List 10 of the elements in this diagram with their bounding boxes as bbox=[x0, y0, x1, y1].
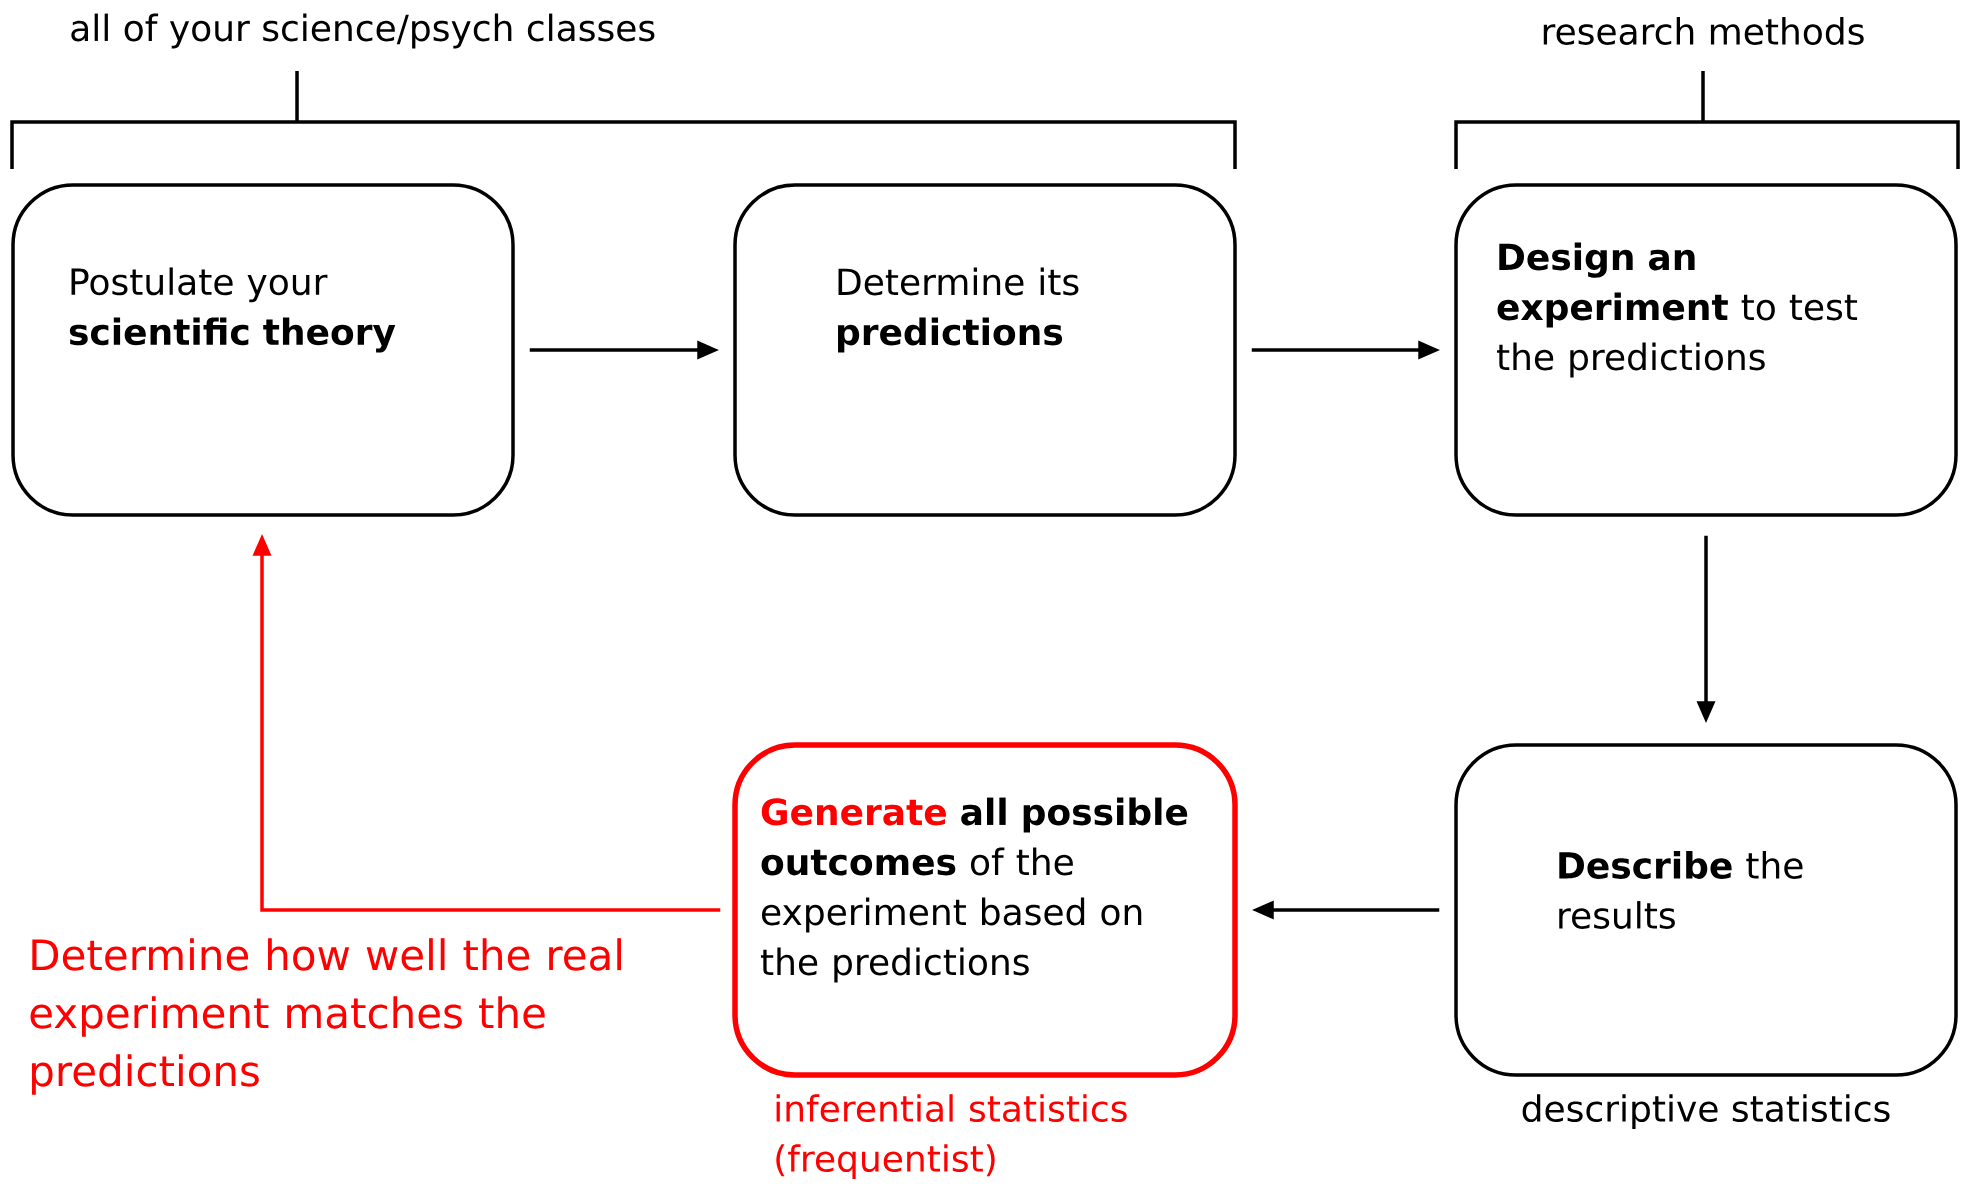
process-box: Describe the results bbox=[1454, 743, 1958, 1077]
process-box: Generate all possible outcomes of the experiment based on the predictions bbox=[732, 742, 1238, 1078]
node-caption: descriptive statistics bbox=[1522, 1094, 1890, 1130]
node-caption: inferential statistics (frequentist) bbox=[776, 1094, 1127, 1180]
process-box: Determine its predictions bbox=[733, 183, 1237, 517]
bracket-label: research methods bbox=[1543, 17, 1864, 45]
process-box: Design an experiment to test the predictions bbox=[1454, 183, 1958, 517]
bracket-label: all of your science/psych classes bbox=[71, 13, 655, 49]
edge-label: Determine how well the real experiment matches the predictions bbox=[30, 938, 622, 1095]
process-box: Postulate your scientific theory bbox=[11, 183, 515, 517]
